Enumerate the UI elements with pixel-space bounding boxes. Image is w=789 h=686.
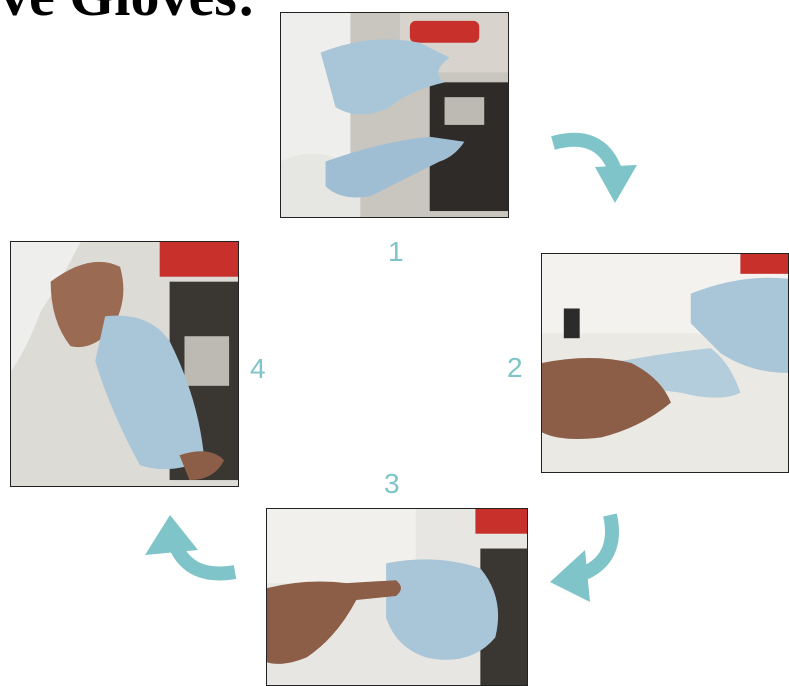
step-2-photo (541, 253, 789, 473)
step-3-photo (266, 508, 528, 686)
curved-arrow-icon (140, 510, 240, 590)
page-heading: ve Gloves: (0, 0, 256, 26)
curved-arrow-icon (545, 510, 625, 605)
step-1-number: 1 (388, 238, 404, 266)
curved-arrow-icon (545, 125, 645, 210)
step-3-number: 3 (384, 470, 400, 498)
step-2-number: 2 (507, 354, 523, 382)
step-4-photo (10, 241, 239, 487)
step-4-number: 4 (250, 355, 266, 383)
step-1-photo (280, 12, 509, 218)
